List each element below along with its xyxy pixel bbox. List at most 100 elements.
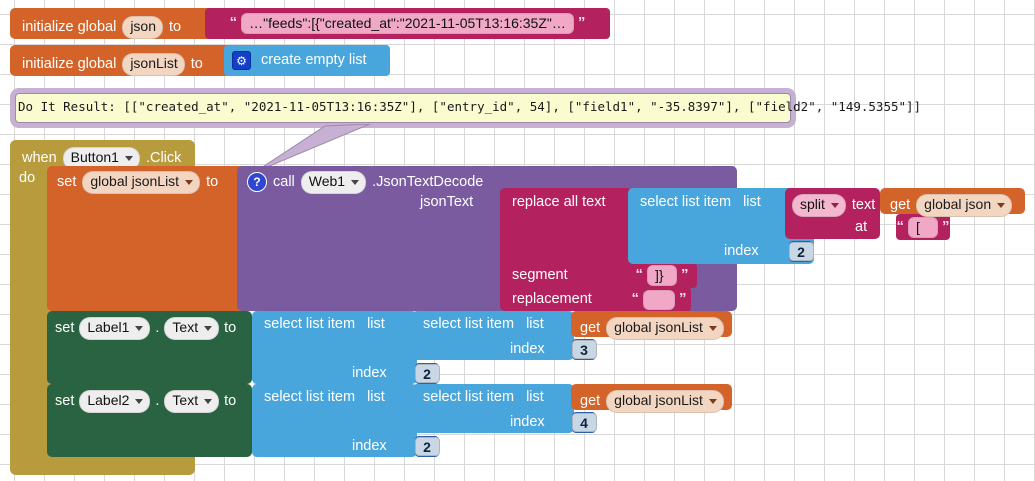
when-do-label: do [19,170,36,186]
get-global-json-label: global json [924,196,992,212]
block-select-list-item-outer[interactable] [628,188,814,264]
chevron-down-icon[interactable] [830,203,839,209]
set-global-variable-label: global jsonList [90,173,180,189]
block-number-outer-index[interactable]: 2 [788,241,814,262]
block-label2-select-outer[interactable] [252,384,417,457]
gear-icon[interactable]: ⚙ [232,51,251,70]
block-number-label2-inner-index[interactable]: 4 [571,412,597,433]
label1-property-dropdown[interactable]: Text [164,317,220,340]
get-global-json-dropdown[interactable]: global json [916,194,1013,217]
init-json-variable-field[interactable]: json [122,16,163,39]
set-label1-row: set Label1 . Text to [55,317,236,340]
dot-separator: . [155,393,160,409]
set-global-variable-dropdown[interactable]: global jsonList [82,171,201,194]
label2-get-variable-dropdown[interactable]: global jsonList [606,390,724,413]
call-web-row: ? call Web1 .JsonTextDecode [247,171,483,194]
label1-property-label: Text [172,319,199,335]
label1-to-label: to [224,320,237,336]
block-label2-select-inner[interactable] [412,384,574,433]
label2-outer-index-label: index [352,438,387,454]
label1-outer-select-label: select list item [264,316,356,332]
open-quote-icon: “ [229,14,238,31]
init-jsonlist-variable-field[interactable]: jsonList [122,53,185,76]
call-component-dropdown[interactable]: Web1 [300,171,367,194]
label2-inner-select-label: select list item [423,389,515,405]
block-create-empty-list[interactable]: ⚙ create empty list [224,45,390,76]
split-text-label: text [851,197,876,213]
label2-outer-select-label: select list item [264,389,356,405]
label1-component-label: Label1 [87,319,130,335]
block-label1-select-outer[interactable] [252,311,417,384]
split-at-label: at [855,219,868,235]
label1-inner-select-label: select list item [423,316,515,332]
init-json-string-field[interactable]: …"feeds":[{"created_at":"2021-11-05T13:1… [241,13,574,34]
label1-get-row: get global jsonList [580,317,724,340]
block-text-json-string[interactable]: “ …"feeds":[{"created_at":"2021-11-05T13… [205,8,610,39]
label2-outer-index-field[interactable]: 2 [414,437,440,456]
chevron-down-icon[interactable] [204,399,213,405]
label2-component-dropdown[interactable]: Label2 [79,390,151,413]
chevron-down-icon[interactable] [135,326,144,332]
block-replace-all-text[interactable] [500,188,632,311]
outer-index-number-field[interactable]: 2 [788,242,814,261]
call-web-jsontext-param-label: jsonText [420,194,474,210]
help-icon[interactable]: ? [247,172,267,193]
do-it-result-bubble[interactable]: Do It Result: [["created_at", "2021-11-0… [10,88,921,128]
init-json-keyword: initialize global [22,19,117,35]
select-list-item-list-label: list [743,194,761,210]
label1-select-outer-row: select list item list [264,317,385,332]
replace-replacement-label: replacement [512,291,592,307]
split-operation-dropdown[interactable]: split [792,194,846,217]
block-text-replacement-value[interactable]: “ ” [627,287,691,312]
set-keyword: set [55,320,75,336]
close-quote-icon: ” [681,266,689,283]
get-global-json-row: get global json [890,194,1013,217]
replacement-string-field[interactable] [643,289,675,310]
chevron-down-icon[interactable] [997,203,1006,209]
block-text-split-at[interactable]: “ [ ” [896,214,950,240]
replace-segment-label: segment [512,267,568,283]
chevron-down-icon[interactable] [708,399,717,405]
block-initialize-global-jsonlist[interactable] [10,45,234,76]
chevron-down-icon[interactable] [124,156,133,162]
get-keyword: get [890,197,911,213]
block-number-label1-outer-index[interactable]: 2 [414,363,440,384]
block-label1-select-inner[interactable] [412,311,574,360]
block-text-segment-value[interactable]: “ ]} ” [627,263,697,288]
init-jsonlist-row: initialize global jsonList to [22,53,203,76]
label1-outer-index-field[interactable]: 2 [414,364,440,383]
create-empty-list-label: create empty list [261,52,367,69]
label1-component-dropdown[interactable]: Label1 [79,317,151,340]
label2-inner-index-field[interactable]: 4 [571,413,597,432]
call-method-label: .JsonTextDecode [372,174,484,190]
label1-inner-index-field[interactable]: 3 [571,340,597,359]
chevron-down-icon[interactable] [351,180,360,186]
call-keyword: call [273,174,295,190]
split-at-string-field[interactable]: [ [908,216,938,238]
set-keyword: set [55,393,75,409]
chevron-down-icon[interactable] [185,180,194,186]
get-keyword: get [580,320,601,336]
label2-component-label: Label2 [87,392,130,408]
label1-outer-index-label: index [352,365,387,381]
segment-string-field[interactable]: ]} [647,265,677,286]
close-quote-icon: ” [942,217,950,235]
init-jsonlist-keyword: initialize global [22,56,117,72]
label1-get-variable-dropdown[interactable]: global jsonList [606,317,724,340]
label2-to-label: to [224,393,237,409]
label1-inner-index-label: index [510,341,545,357]
block-number-label2-outer-index[interactable]: 2 [414,436,440,457]
when-component-label: Button1 [70,149,119,165]
label1-outer-list-label: list [367,316,385,332]
set-label2-row: set Label2 . Text to [55,390,236,413]
block-number-label1-inner-index[interactable]: 3 [571,339,597,360]
label2-outer-list-label: list [367,389,385,405]
chevron-down-icon[interactable] [708,326,717,332]
label2-property-dropdown[interactable]: Text [164,390,220,413]
init-json-to-label: to [169,19,182,35]
chevron-down-icon[interactable] [204,326,213,332]
chevron-down-icon[interactable] [135,399,144,405]
when-component-dropdown[interactable]: Button1 [62,147,140,170]
label1-select-inner-row: select list item list [423,317,544,332]
